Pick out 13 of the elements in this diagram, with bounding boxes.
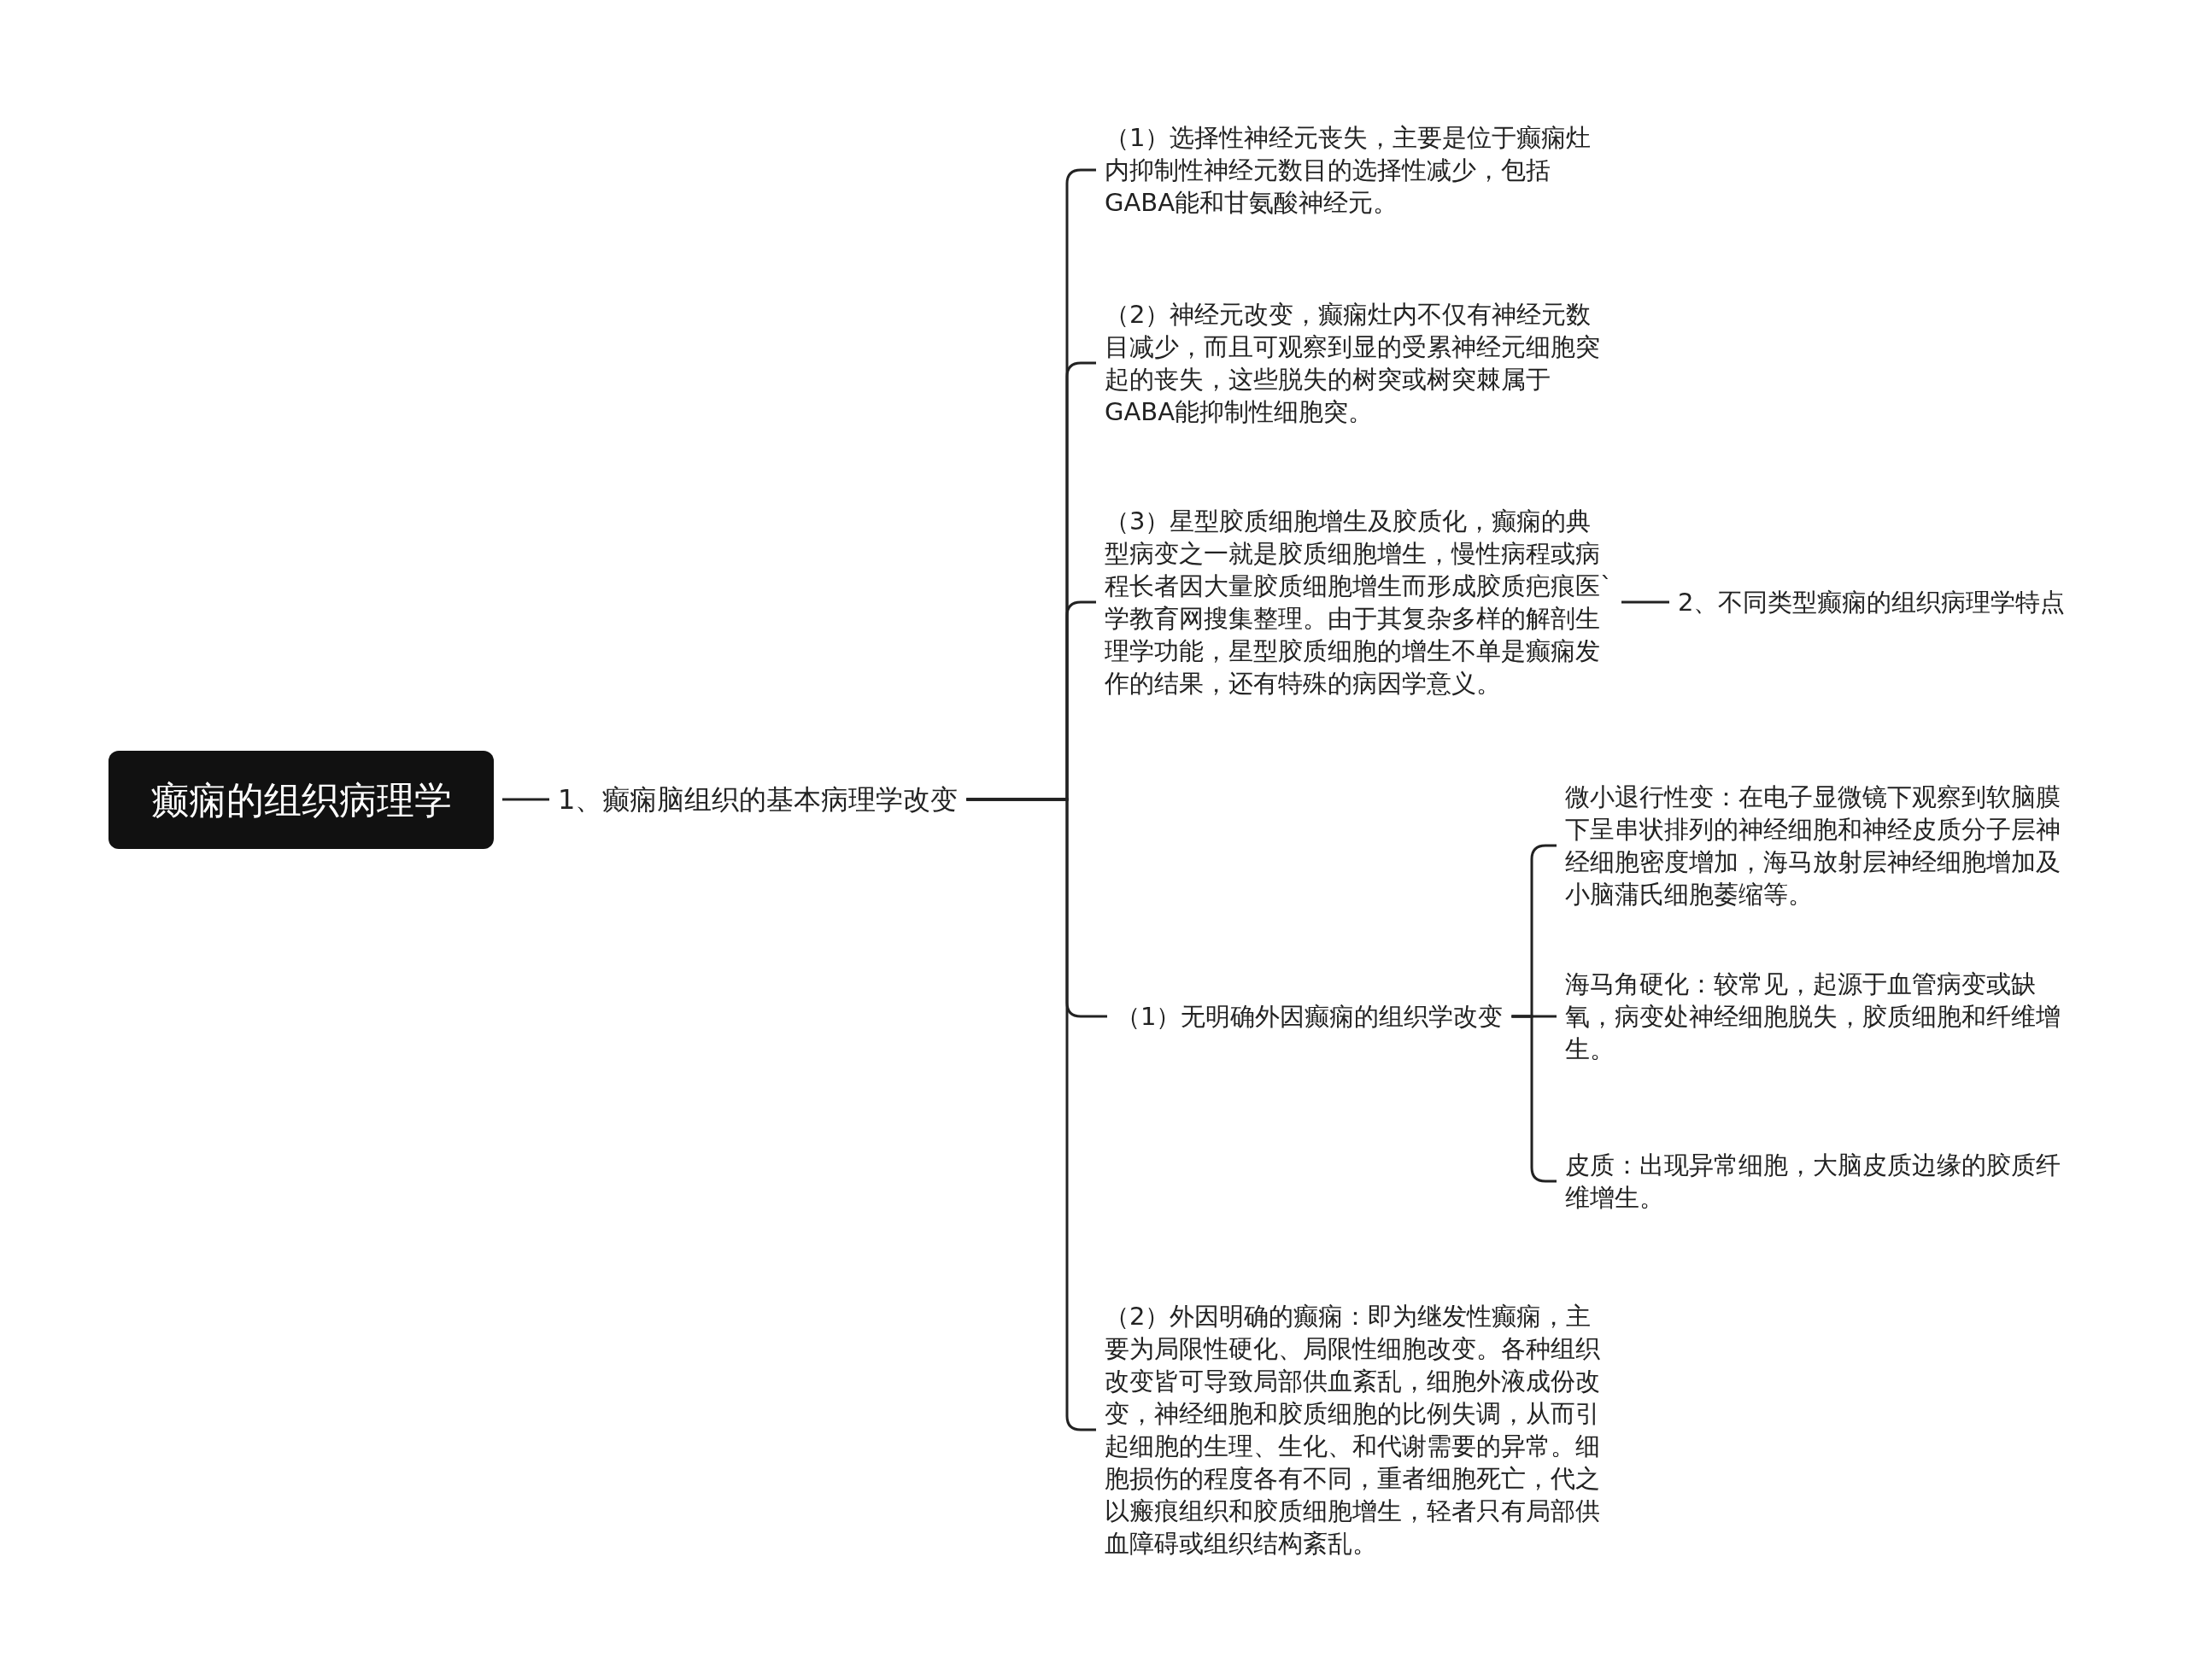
topic-text: （2）外因明确的癫痫：即为继发性癫痫，主要为局限性硬化、局限性细胞改变。各种组织改变皆可导致局部供血紊乱，细胞外液成份改变，神经细胞和胶质细胞的比例失调，从而引起细胞的生理、生化、和代谢需要的异常。细胞损伤的程度各有不同，重者细胞死亡，代之以瘢痕组织和胶质细胞增生，轻者只有局部供血障碍或组织结构紊乱。 [1105, 1300, 1613, 1560]
topic-text: 2、不同类型癫痫的组织病理学特点 [1678, 586, 2066, 618]
root-topic-box: 癫痫的组织病理学 [108, 750, 494, 849]
topic-text: （1）选择性神经元丧失，主要是位于癫痫灶内抑制性神经元数目的选择性减少，包括GABA能和甘氨酸神经元。 [1105, 121, 1613, 219]
topic-text: （3）星型胶质细胞增生及胶质化，癫痫的典型病变之一就是胶质细胞增生，慢性病程或病程长者因大量胶质细胞增生而形成胶质疤痕医`学教育网搜集整理。由于其复杂多样的解剖生理学功能，星型胶质细胞的增生不单是癫痫发作的结果，还有特殊的病因学意义。 [1105, 505, 1613, 700]
topic-text: 海马角硬化：较常见，起源于血管病变或缺氧，病变处神经细胞脱失，胶质细胞和纤维增生。 [1565, 968, 2073, 1065]
topic-text: （2）神经元改变，癫痫灶内不仅有神经元数目减少，而且可观察到显的受累神经元细胞突起的丧失，这些脱失的树突或树突棘属于GABA能抑制性细胞突。 [1105, 298, 1613, 428]
topic-text: 皮质：出现异常细胞，大脑皮质边缘的胶质纤维增生。 [1565, 1149, 2073, 1214]
connector-line [1621, 600, 1669, 604]
topic-text: 微小退行性变：在电子显微镜下观察到软脑膜下呈串状排列的神经细胞和神经皮质分子层神经细胞密度增加，海马放射层神经细胞增加及小脑蒲氏细胞萎缩等。 [1565, 781, 2073, 910]
connector-line [502, 798, 549, 801]
topic-text: 1、癫痫脑组织的基本病理学改变 [558, 782, 959, 817]
topic-text: （1）无明确外因癫痫的组织学改变 [1116, 1000, 1504, 1033]
